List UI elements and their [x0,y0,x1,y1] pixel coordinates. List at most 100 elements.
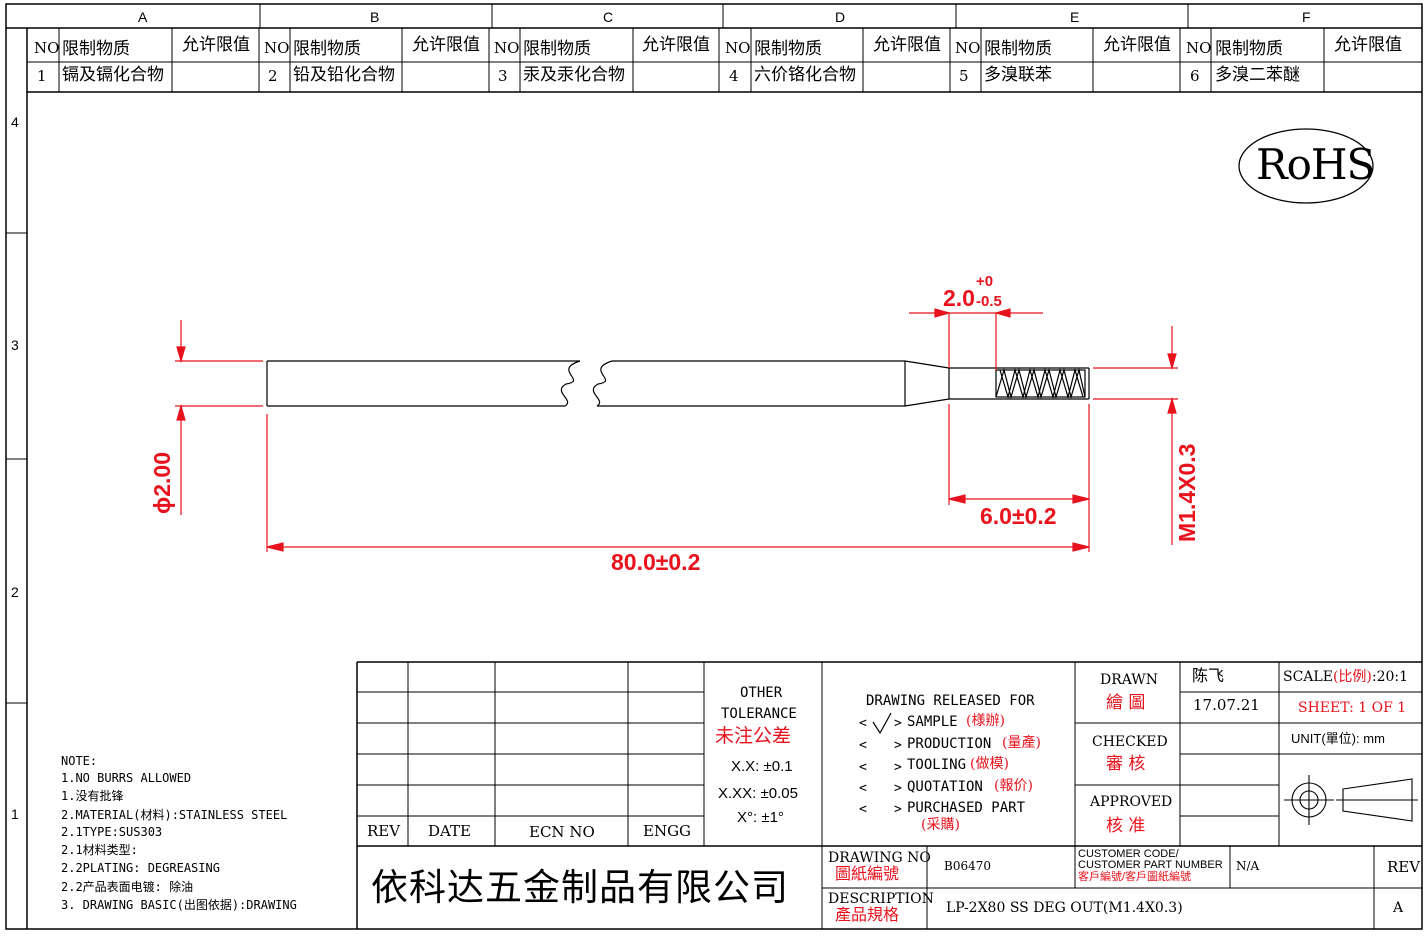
rev-value: A [1393,900,1404,916]
scale-field: SCALE(比例):20:1 [1283,670,1408,684]
drawing-no-value: B06470 [944,859,991,873]
zone-row-1: 1 [11,806,19,822]
sub-header-name: 限制物质 [984,39,1052,59]
zone-col-b: B [370,9,380,25]
dim-diameter: ϕ2.00 [149,451,175,514]
description-label: DESCRIPTION [828,891,934,907]
dim-tip-tol-minus: -0.5 [976,293,1002,310]
note-line: 2.2PLATING: DEGREASING [61,861,220,875]
zone-col-d: D [835,9,846,25]
approved-label-cn: 核 准 [1106,816,1146,836]
release-label-cn: (做模) [970,756,1009,772]
sub-item-no: 2 [268,67,278,85]
ecn-col-header: ECN NO [529,823,595,841]
sub-header-name: 限制物质 [62,39,130,59]
approved-label: APPROVED [1090,794,1173,810]
sub-header-name: 限制物质 [1215,39,1283,59]
zone-col-e: E [1070,9,1080,25]
scale-label-cn: (比例) [1332,669,1372,685]
dim-tip-tol-plus: +0 [976,273,994,290]
dim-thread-spec: M1.4X0.3 [1174,443,1200,542]
release-bracket: > [894,716,902,731]
rev-col-header: REV [367,822,401,840]
release-bracket: > [894,738,902,753]
zone-row-2: 2 [11,584,19,600]
sub-header-name: 限制物质 [754,39,822,59]
release-bracket: > [894,781,902,796]
sub-header-limit: 允许限值 [182,35,250,55]
customer-label: CUSTOMER PART NUMBER [1078,859,1223,871]
sub-item-no: 5 [959,67,969,85]
drawn-label-cn: 繪 圖 [1106,693,1146,713]
description-label-cn: 產品規格 [835,905,900,924]
release-bracket: < [859,802,867,817]
note-line: 2.2产品表面电镀: 除油 [61,880,194,894]
sub-item-name: 六价铬化合物 [754,65,856,85]
sub-header-name: 限制物质 [523,39,591,59]
tolerance-title-cn: 未注公差 [715,725,792,747]
dim-thread-length: 6.0±0.2 [980,503,1057,529]
sub-header-no: NO [725,39,751,57]
release-label-cn: (采購) [921,817,960,833]
scale-label: SCALE [1283,669,1333,685]
sub-item-no: 1 [37,67,47,85]
note-line: 2.1TYPE:SUS303 [61,825,163,839]
sub-header-no: NO [955,39,981,57]
projection-symbol [1284,775,1418,825]
drawn-date: 17.07.21 [1193,696,1260,714]
note-line: 2.MATERIAL(材料):STAINLESS STEEL [61,808,288,822]
checked-label-cn: 審 核 [1106,754,1146,774]
release-label-cn: (報价) [994,778,1033,794]
date-col-header: DATE [428,822,471,840]
sheet-field: SHEET: 1 OF 1 [1298,700,1407,716]
sub-item-no: 4 [729,67,739,85]
sub-header-limit: 允许限值 [1103,35,1171,55]
sub-header-limit: 允许限值 [412,35,480,55]
sub-header-limit: 允许限值 [873,35,941,55]
sub-header-limit: 允许限值 [1334,35,1402,55]
sub-header-name: 限制物质 [293,39,361,59]
sub-item-name: 铅及铅化合物 [293,65,395,85]
checked-label: CHECKED [1092,734,1168,750]
release-title: DRAWING RELEASED FOR [866,693,1035,709]
sub-item-no: 6 [1190,67,1200,85]
release-bracket: < [859,781,867,796]
note-line: NOTE: [61,754,98,768]
customer-label-cn: 客戶編號/客戶圖紙編號 [1078,871,1192,883]
tolerance-one-decimal: X.X: ±0.1 [731,758,793,775]
tolerance-two-decimal: X.XX: ±0.05 [718,785,798,802]
scale-value: :20:1 [1371,669,1409,685]
tolerance-angle: X°: ±1° [737,809,784,826]
note-line: 1.NO BURRS ALLOWED [61,771,192,785]
zone-row-3: 3 [11,337,19,353]
unit-label-cn: (單位) [1321,731,1357,746]
sub-item-name: 多溴二苯醚 [1215,65,1300,85]
description-value: LP-2X80 SS DEG OUT(M1.4X0.3) [946,900,1183,916]
zone-col-a: A [138,9,148,25]
note-line: 1.没有批锋 [61,789,124,803]
tolerance-title: OTHER [740,685,783,701]
release-bracket: > [894,802,902,817]
check-mark-icon [872,712,892,735]
note-line: 3. DRAWING BASIC(出图依据):DRAWING [61,898,297,912]
sub-header-no: NO [494,39,520,57]
sub-item-no: 3 [498,67,508,85]
release-bracket: > [894,760,902,775]
company-name: 依科达五金制品有限公司 [371,866,789,909]
dim-total-length: 80.0±0.2 [611,549,701,575]
engg-col-header: ENGG [643,822,692,840]
release-bracket: < [859,738,867,753]
sub-header-no: NO [264,39,290,57]
release-label: PURCHASED PART [907,800,1026,816]
drawing-no-label: DRAWING NO [828,850,931,866]
zone-col-f: F [1302,9,1311,25]
unit-field: UNIT(單位): mm [1291,732,1385,745]
release-bracket: < [859,716,867,731]
release-label: QUOTATION [907,779,983,795]
sub-item-name: 汞及汞化合物 [523,65,625,85]
sub-header-limit: 允许限值 [642,35,710,55]
drawer-name: 陈飞 [1192,666,1225,685]
release-label-cn: (様辦) [966,713,1005,729]
zone-col-c: C [603,9,614,25]
